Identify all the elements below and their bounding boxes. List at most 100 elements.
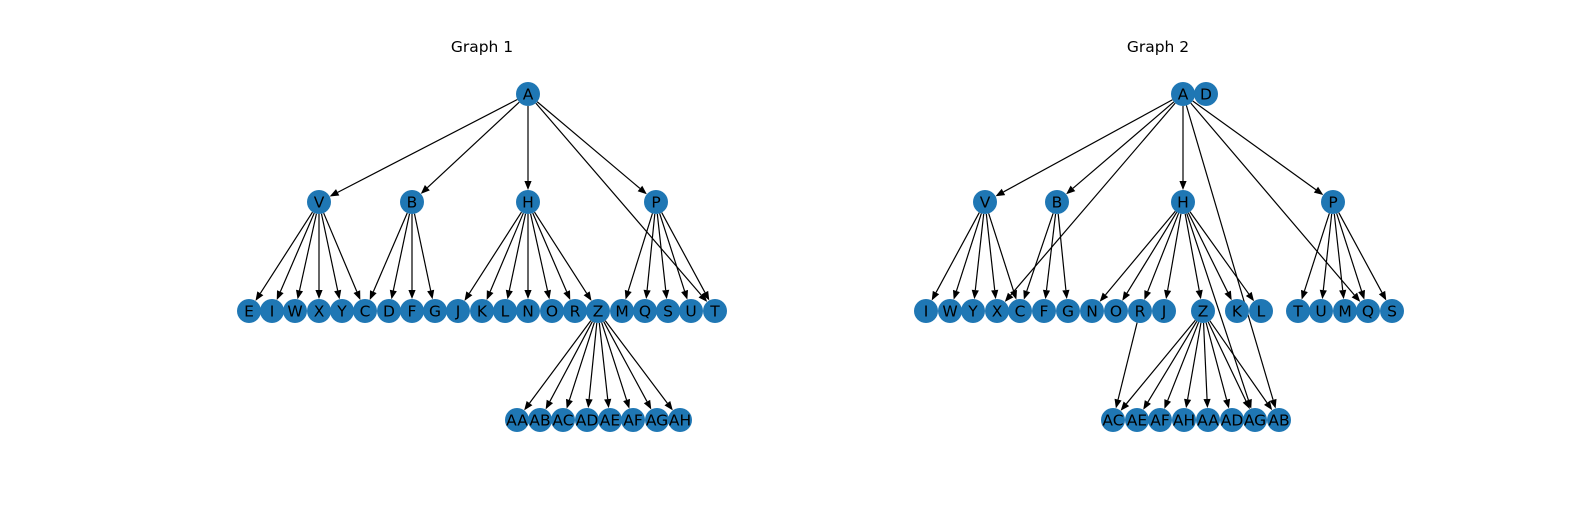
arrowhead-Z-AC [565,398,573,409]
arrowhead-B-C [1023,289,1031,300]
edge-B-C [1026,213,1054,292]
node-B [1045,190,1069,214]
node-label-AA: AA [1197,412,1219,430]
node-AB [528,408,552,432]
node-label-A: A [1178,86,1189,104]
edge-Z-AG [1207,321,1247,402]
edge-H-AG [1186,213,1249,401]
arrowhead-H-N [524,290,532,299]
node-K [1225,299,1249,323]
node-label-AD: AD [576,412,599,430]
node-A [1171,82,1195,106]
node-label-Y: Y [967,303,978,321]
edge-H-Z [533,211,588,294]
arrowhead-A-P [1313,186,1324,195]
arrowhead-V-E [255,291,264,301]
edge-H-K [1187,212,1229,293]
edge-Z-AD [588,322,598,400]
node-label-N: N [522,303,534,321]
arrowhead-P-S [1378,290,1387,301]
arrowhead-Z-AA [524,400,533,411]
arrowhead-A-T [698,292,708,302]
edge-Z-AH [604,320,668,404]
node-label-I: I [924,303,929,321]
edge-P-Q [646,213,656,291]
edge-A-T [535,102,702,296]
node-label-AD: AD [1221,412,1244,430]
arrowhead-B-F [1042,289,1051,300]
edge-V-W [298,213,318,291]
node-AG [645,408,669,432]
node-T [703,299,727,323]
edge-B-C [372,212,408,292]
edge-V-Y [974,213,985,291]
edge-A-AB [1185,105,1274,401]
node-AH [1172,408,1196,432]
node-Q [1356,299,1380,323]
edge-P-U [1322,213,1333,291]
arrowhead-H-L [1245,291,1255,302]
edge-B-G [413,213,432,291]
node-R [1128,299,1152,323]
edge-A-X [1010,102,1176,296]
node-label-AC: AC [1102,412,1123,430]
edge-P-U [659,213,686,292]
node-U [679,299,703,323]
node-AE [598,408,622,432]
node-label-G: G [1062,303,1074,321]
node-I [260,299,284,323]
node-AD [575,408,599,432]
graph-1-edges [255,98,710,411]
arrowhead-A-AB [1269,398,1277,409]
arrowhead-V-X [315,290,323,299]
node-label-L: L [501,303,510,321]
node-O [1104,299,1128,323]
node-AA [1196,408,1220,432]
edge-H-O [529,213,549,291]
arrowhead-V-I [931,290,940,301]
node-Z [1191,299,1215,323]
node-B [400,190,424,214]
node-label-AF: AF [623,412,643,430]
node-D [1194,82,1218,106]
node-label-G: G [429,303,441,321]
edge-P-S [656,213,667,291]
edge-A-Q [1190,102,1355,296]
arrowhead-H-J [1164,289,1172,300]
edge-B-D [392,213,411,291]
node-label-D: D [383,303,395,321]
edge-P-T [661,212,706,293]
node-label-X: X [314,303,325,321]
arrowhead-V-I [276,290,284,300]
arrowhead-Z-AB [545,399,554,410]
node-AC [1101,408,1125,432]
arrowhead-Z-AD [1223,398,1231,409]
node-label-O: O [1110,303,1122,321]
node-label-D: D [1200,86,1212,104]
arrowhead-Z-AA [1203,398,1211,409]
node-G [423,299,447,323]
arrowhead-P-M [1339,289,1347,300]
node-AB [1267,408,1291,432]
node-label-H: H [1177,194,1189,212]
node-L [493,299,517,323]
arrowhead-P-S [662,289,670,300]
node-F [1032,299,1056,323]
arrowhead-H-Z [1195,289,1203,300]
node-S [656,299,680,323]
node-label-Q: Q [1362,303,1374,321]
node-Y [961,299,985,323]
node-X [307,299,331,323]
arrowhead-Z-AD [585,398,593,409]
graph-2-title: Graph 2 [1127,38,1189,56]
node-label-H: H [522,194,534,212]
edge-V-I [279,212,315,292]
arrowhead-Z-AF [623,398,631,409]
arrowhead-Z-AF [1164,399,1172,409]
node-label-Z: Z [593,303,604,321]
edge-A-P [536,101,641,189]
node-label-S: S [663,303,673,321]
edge-Z-AB [549,321,593,402]
edge-V-C [323,212,358,292]
